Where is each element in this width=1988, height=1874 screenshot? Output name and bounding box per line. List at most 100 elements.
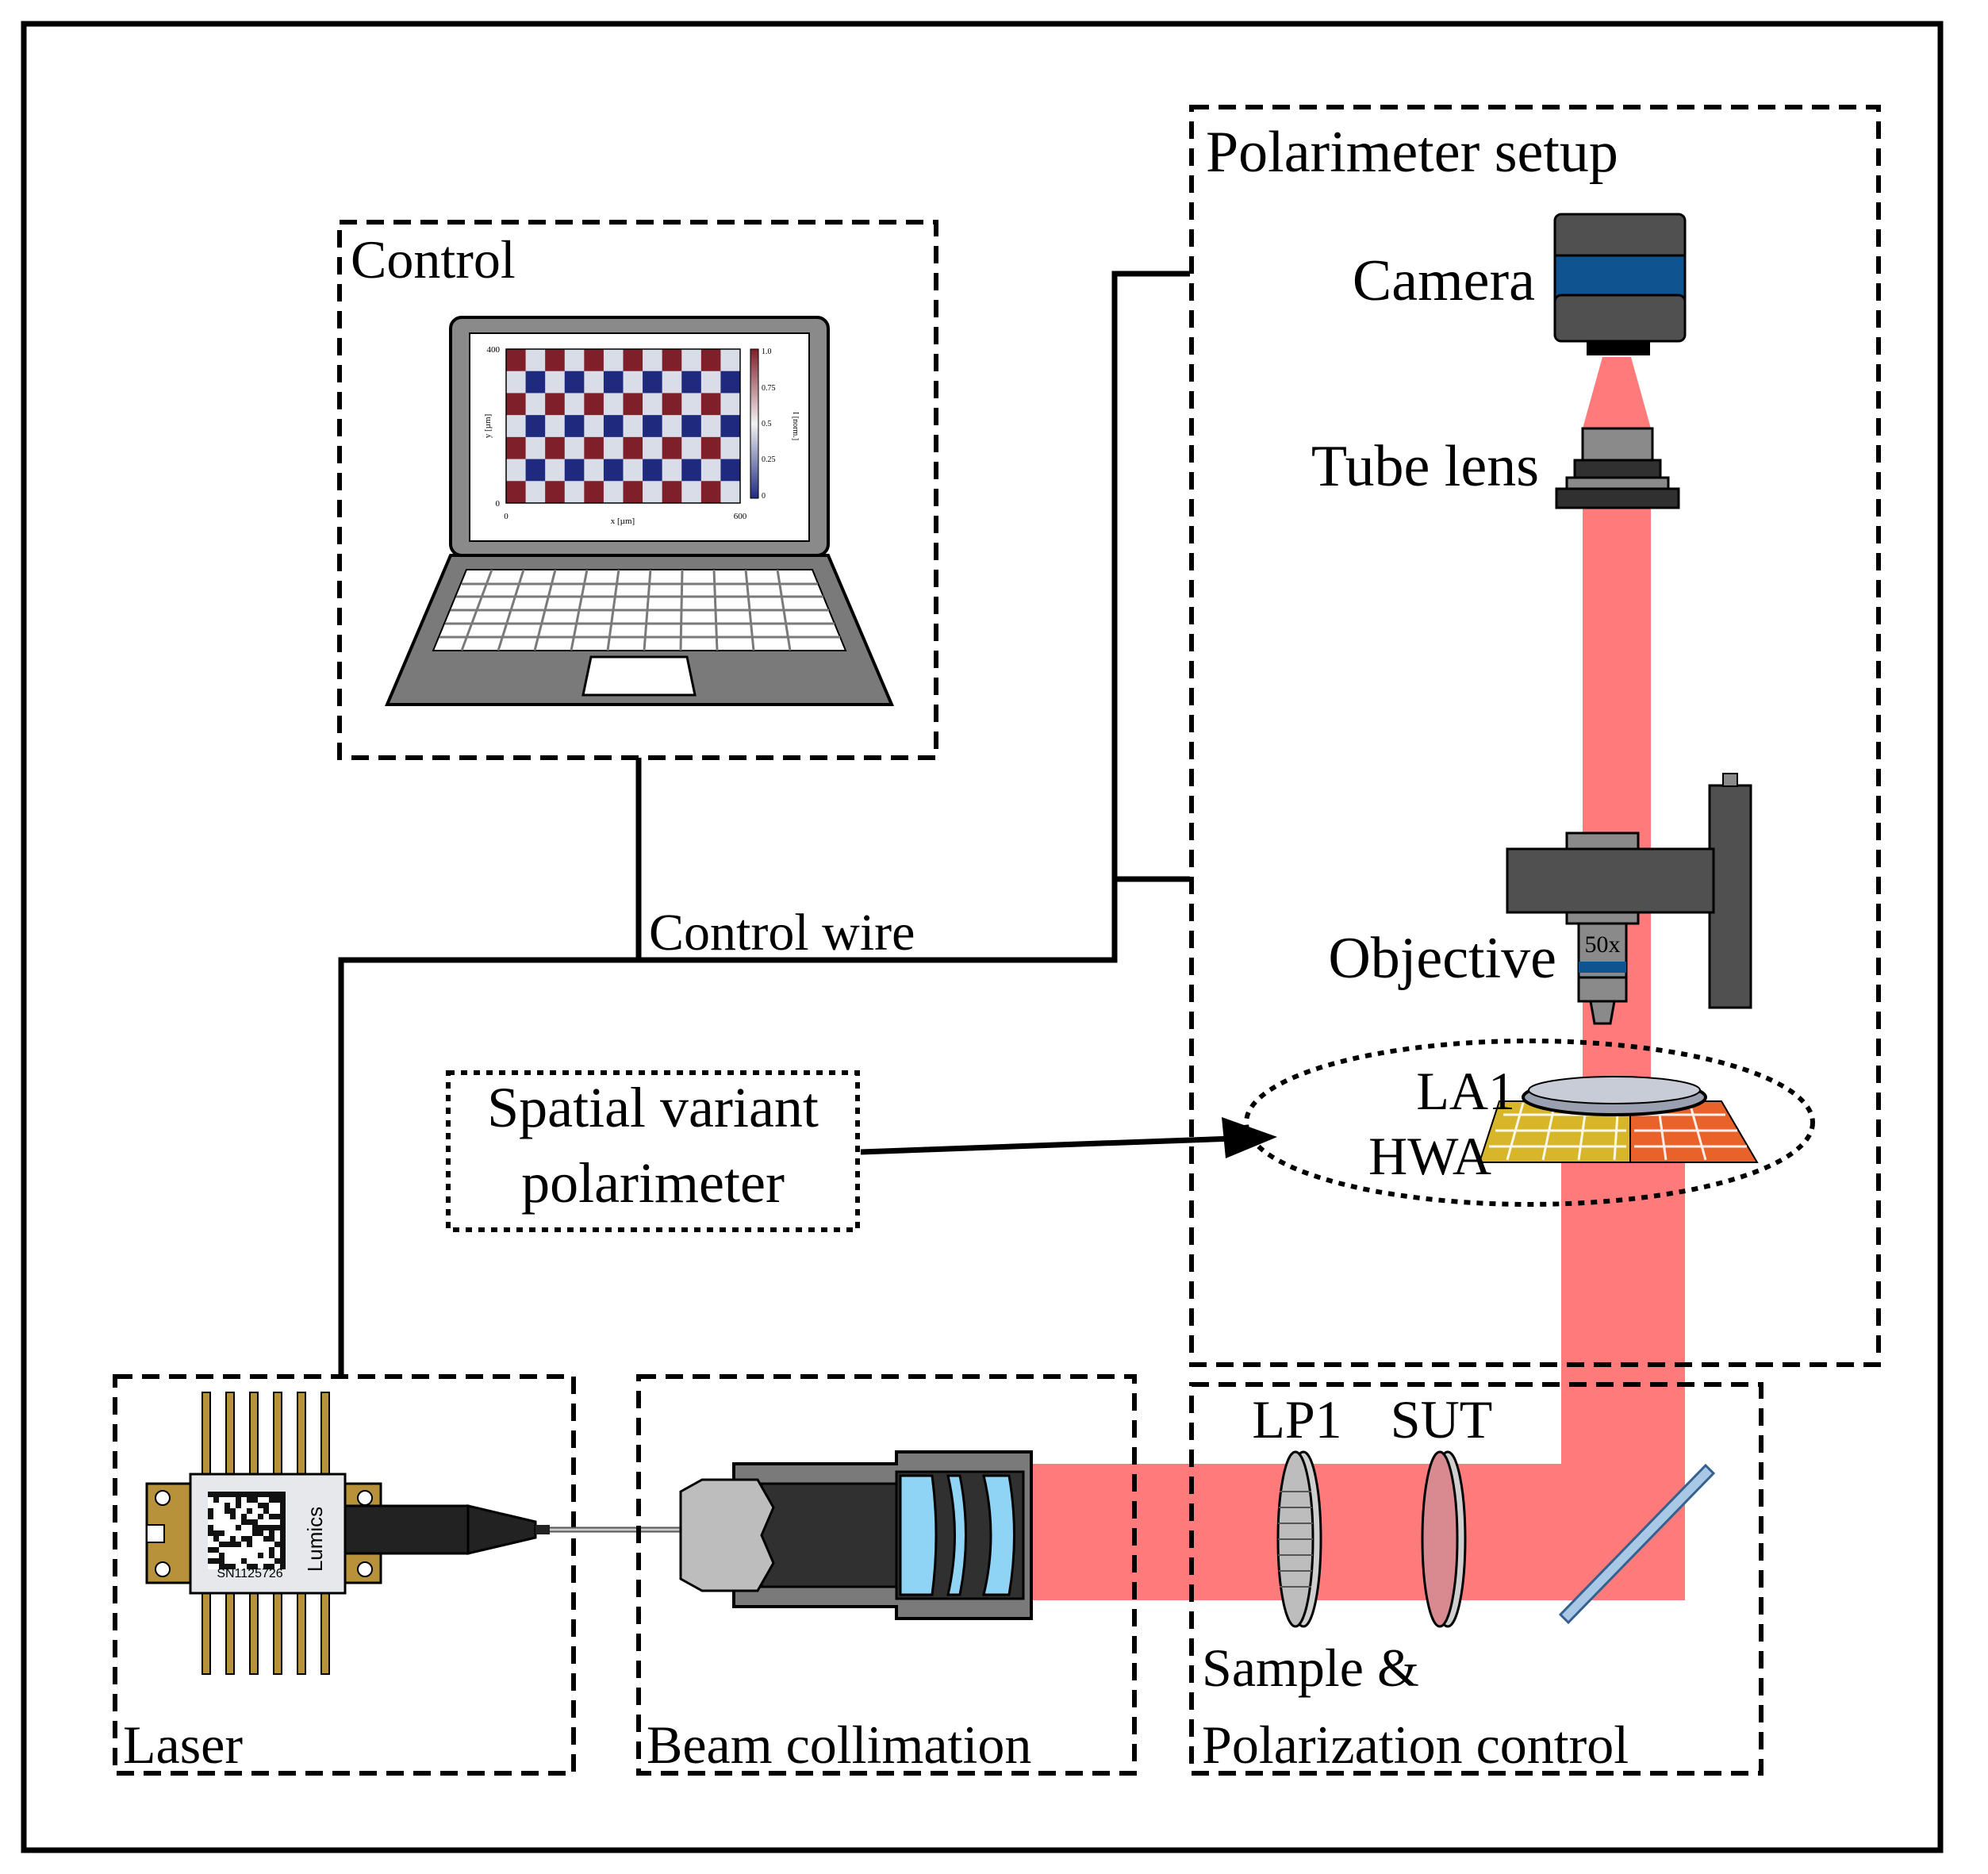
cb-tick-4: 0.25 [762,455,776,464]
heatmap-cell [623,481,643,504]
heatmap-cell [623,371,643,394]
heatmap-cell [700,415,721,438]
heatmap-cell [662,371,682,394]
heatmap-cell [564,415,585,438]
heatmap-cell [643,459,663,482]
heatmap-cell [584,349,604,372]
heatmap-cell [700,393,721,416]
objective-magnification: 50x [1585,931,1621,958]
heatmap-cell [545,393,566,416]
heatmap-cell [603,415,624,438]
checkerboard-plot [506,349,741,504]
heatmap-cell [545,371,566,394]
control-wires [338,271,1190,1377]
heatmap-cell [506,349,527,372]
y-tick-bottom: 0 [496,499,501,509]
heatmap-cell [662,436,682,460]
heatmap-cell [603,436,624,460]
heatmap-cell [643,436,663,460]
heatmap-cell [720,393,741,416]
heatmap-cell [720,415,741,438]
la1-label: LA1 [1416,1061,1515,1121]
heatmap-cell [525,393,546,416]
beam-collimation-label: Beam collimation [647,1715,1031,1775]
heatmap-cell [643,415,663,438]
heatmap-cell [720,436,741,460]
sample-under-test-sut [1421,1450,1467,1628]
heatmap-cell [525,415,546,438]
heatmap-cell [564,349,585,372]
sut-label: SUT [1391,1389,1492,1450]
heatmap-cell [720,459,741,482]
control-box [337,220,938,760]
heatmap-cell [643,481,663,504]
heatmap-cell [506,436,527,460]
lp1-label: LP1 [1252,1389,1341,1450]
heatmap-cell [584,459,604,482]
cb-tick-1: 1.0 [762,348,772,356]
heatmap-cell [681,349,702,372]
beam-collimation-box [636,1374,1137,1776]
heatmap-cell [506,481,527,504]
sample-label-line1: Sample & [1202,1638,1419,1698]
cb-tick-5: 0 [762,492,766,501]
heatmap-cell [700,436,721,460]
heatmap-cell [662,393,682,416]
heatmap-cell [681,393,702,416]
mirror-icon [1558,1463,1716,1625]
x-tick-left: 0 [504,512,509,521]
heatmap-cell [662,459,682,482]
spatial-variant-label-line2: polarimeter [521,1151,785,1215]
heatmap-cell [564,371,585,394]
heatmap-cell [584,436,604,460]
qr-code [208,1492,286,1569]
polarimeter-setup-label: Polarimeter setup [1206,120,1618,185]
heatmap-cell [700,371,721,394]
x-tick-right: 600 [734,512,747,521]
camera-icon [1553,213,1687,355]
heatmap-cell [506,459,527,482]
heatmap-cell [545,459,566,482]
heatmap-cell [681,459,702,482]
spatial-variant-ellipse [1244,1039,1815,1207]
tube-lens-icon [1555,427,1680,509]
heatmap-cell [506,393,527,416]
laser-box [113,1374,576,1776]
camera-label: Camera [1353,248,1535,313]
heatmap-cell [643,393,663,416]
heatmap-cell [662,349,682,372]
sample-polarization-box [1189,1382,1763,1776]
heatmap-cell [720,371,741,394]
laser-brand: Lumics [303,1507,327,1572]
objective-icon: 50x [1506,773,1752,1025]
heatmap-cell [603,371,624,394]
heatmap-cell [603,459,624,482]
heatmap-cell [545,349,566,372]
heatmap-cell [506,371,527,394]
heatmap-cell [623,459,643,482]
heatmap-cell [545,481,566,504]
heatmap-cell [623,415,643,438]
linear-polarizer-lp1 [1276,1450,1322,1628]
heatmap-cell [623,436,643,460]
spatial-variant-box [446,1070,860,1232]
hwa-label: HWA [1368,1126,1491,1186]
heatmap-cell [564,481,585,504]
heatmap-cell [643,371,663,394]
y-tick-top: 400 [487,345,501,355]
tube-lens-label: Tube lens [1311,434,1539,499]
heatmap-cell [584,481,604,504]
cb-tick-2: 0.75 [762,384,776,393]
y-axis-label: y [µm] [483,414,493,438]
heatmap-cell [545,415,566,438]
heatmap-cell [720,481,741,504]
x-axis-label: x [µm] [611,517,635,526]
cb-tick-3: 0.5 [762,420,772,428]
heatmap-cell [584,415,604,438]
polarimeter-setup-box [1189,105,1881,1367]
heatmap-cell [681,371,702,394]
outer-frame [21,21,1944,1853]
heatmap-cell [603,393,624,416]
heatmap-cell [662,481,682,504]
sample-label-line2: Polarization control [1202,1715,1629,1775]
